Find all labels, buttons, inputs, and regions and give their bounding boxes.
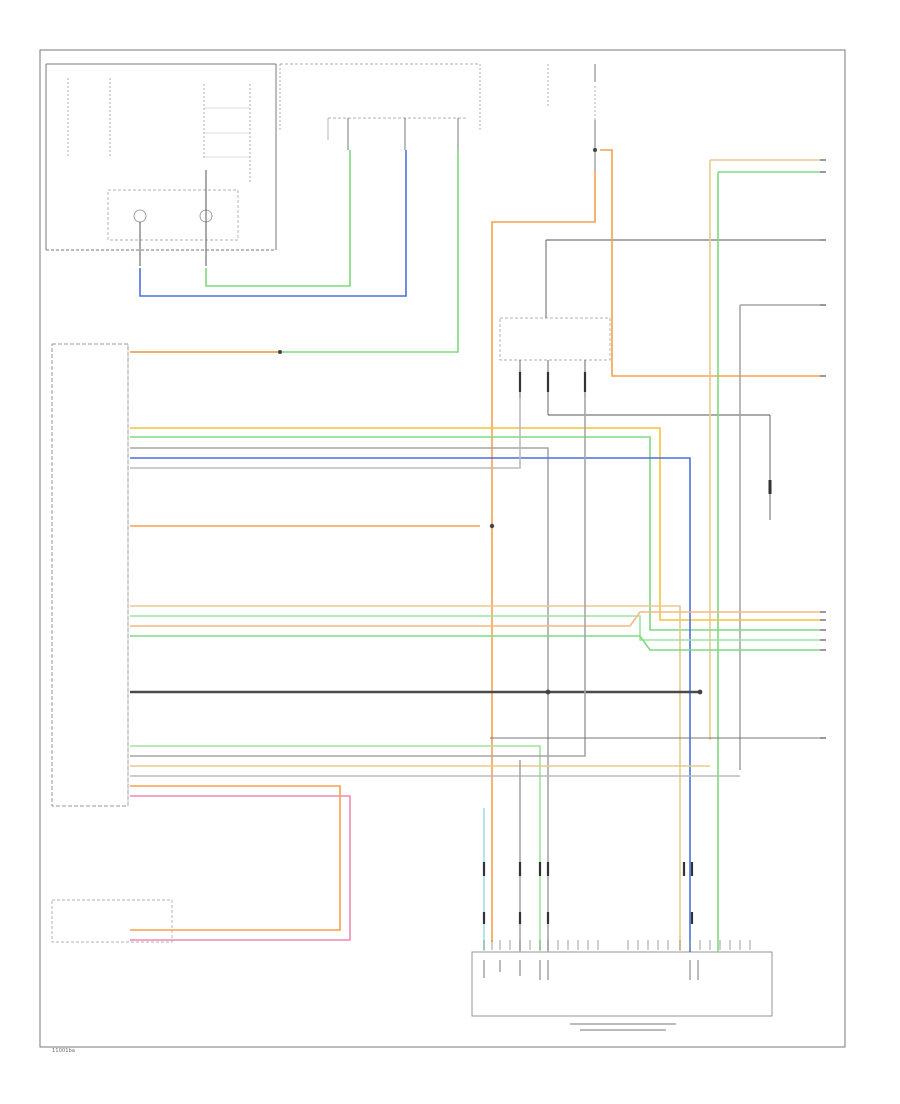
wire-radio-lgray: [130, 398, 521, 469]
wire-green-mid: [130, 150, 459, 353]
connector-marks: [482, 372, 694, 924]
wire-orange-right: [600, 149, 820, 377]
fuse-block: [45, 63, 277, 266]
bcm-label-marks: [483, 960, 699, 1031]
wire-radio-yellow: [130, 427, 820, 621]
remote-module: [51, 899, 173, 943]
right-connector-ticks: [820, 159, 826, 739]
wire-radio-gray-2: [130, 398, 586, 757]
wire-radio-green-4: [130, 745, 541, 952]
wire-radio-tan-1: [130, 605, 681, 952]
radio-module-box: [51, 343, 129, 807]
splice-dots: [278, 148, 703, 695]
footer-code: 11001ba: [52, 1048, 75, 1054]
wire-gray-right: [739, 304, 820, 770]
wire-green-top: [205, 150, 351, 287]
body-control-module: [471, 951, 773, 1017]
diagram-frame: [39, 49, 846, 1048]
bcm-box: [471, 951, 773, 1017]
wire-radio-pink: [130, 795, 351, 941]
wire-radio-green-3: [130, 635, 820, 651]
wire-orange-tall: [491, 170, 596, 942]
wire-radio-orange-3: [130, 611, 820, 627]
bcm-pins: [483, 940, 751, 950]
radio-module: [51, 343, 129, 807]
wire-radio-green-1: [130, 436, 820, 631]
wires: [130, 149, 820, 952]
wire-radio-green-2: [130, 615, 820, 641]
wire-radio-blue: [130, 457, 691, 952]
relay-area: [547, 64, 610, 182]
wire-radio-orange-4: [130, 785, 341, 931]
wire-blue-top: [139, 150, 407, 297]
steering-switch-module: [279, 63, 481, 150]
wire-radio-gray: [130, 447, 549, 952]
